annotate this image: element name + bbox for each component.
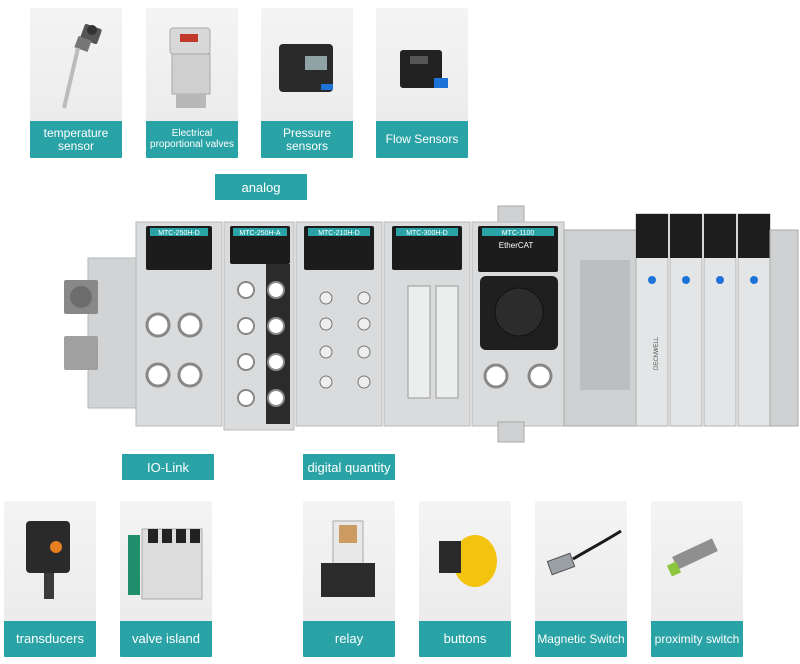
module-mtc-1100 xyxy=(471,205,565,443)
transducer-icon xyxy=(26,521,70,599)
pressure-sensor-icon xyxy=(279,44,333,92)
button-icon xyxy=(439,535,497,587)
valve-brand: DECNWELL xyxy=(654,336,660,370)
product-card-valve-island[interactable]: valve island xyxy=(120,501,212,657)
m12-connector-icon xyxy=(64,336,98,370)
module-name: MTC-1100 xyxy=(502,230,535,237)
product-label: Flow Sensors xyxy=(376,121,468,158)
product-card-proportional-valve[interactable]: Electrical proportional valves xyxy=(146,8,238,158)
module-name: MTC-250H-A xyxy=(239,230,281,237)
product-card-transducers[interactable]: transducers xyxy=(4,501,96,657)
product-card-relay[interactable]: relay xyxy=(303,501,395,657)
proximity-switch-icon xyxy=(666,538,718,577)
module-name: MTC-250H-D xyxy=(158,230,200,237)
product-label: temperature sensor xyxy=(30,121,122,158)
io-module-assembly: MTC-250H-D MTC-250H-A MTC-210H-D xyxy=(64,205,799,443)
temperature-sensor-icon xyxy=(62,23,102,109)
product-card-temperature-sensor[interactable]: temperature sensor xyxy=(30,8,122,158)
product-card-flow-sensor[interactable]: Flow Sensors xyxy=(376,8,468,158)
module-mtc-250h-d xyxy=(135,221,223,427)
product-card-proximity-switch[interactable]: proximity switch xyxy=(651,501,743,657)
valve-island xyxy=(563,213,799,427)
module-name: MTC-300H-D xyxy=(406,230,448,237)
product-label: Pressure sensors xyxy=(261,121,353,158)
ethercat-logo: EtherCAT xyxy=(499,241,534,250)
product-label: Magnetic Switch xyxy=(535,621,627,657)
module-name: MTC-210H-D xyxy=(318,230,360,237)
product-label: transducers xyxy=(4,621,96,657)
module-mtc-210h-d xyxy=(295,221,383,427)
product-label: buttons xyxy=(419,621,511,657)
m12-connector-icon xyxy=(64,280,98,314)
relay-icon xyxy=(321,520,375,597)
analog-tag: analog xyxy=(215,174,307,200)
product-label: Electrical proportional valves xyxy=(146,121,238,158)
product-label: valve island xyxy=(120,621,212,657)
module-mtc-250h-a xyxy=(223,221,295,431)
magnetic-switch-icon xyxy=(546,529,622,576)
io-link-tag: IO-Link xyxy=(122,454,214,480)
product-card-pressure-sensor[interactable]: Pressure sensors xyxy=(261,8,353,158)
proportional-valve-icon xyxy=(169,27,211,108)
product-card-magnetic-switch[interactable]: Magnetic Switch xyxy=(535,501,627,657)
valve-island-icon xyxy=(128,528,203,600)
module-mtc-300h-d xyxy=(383,221,471,427)
flow-sensor-icon xyxy=(400,50,448,88)
digital-quantity-tag: digital quantity xyxy=(303,454,395,480)
product-label: relay xyxy=(303,621,395,657)
product-label: proximity switch xyxy=(651,621,743,657)
product-card-buttons[interactable]: buttons xyxy=(419,501,511,657)
